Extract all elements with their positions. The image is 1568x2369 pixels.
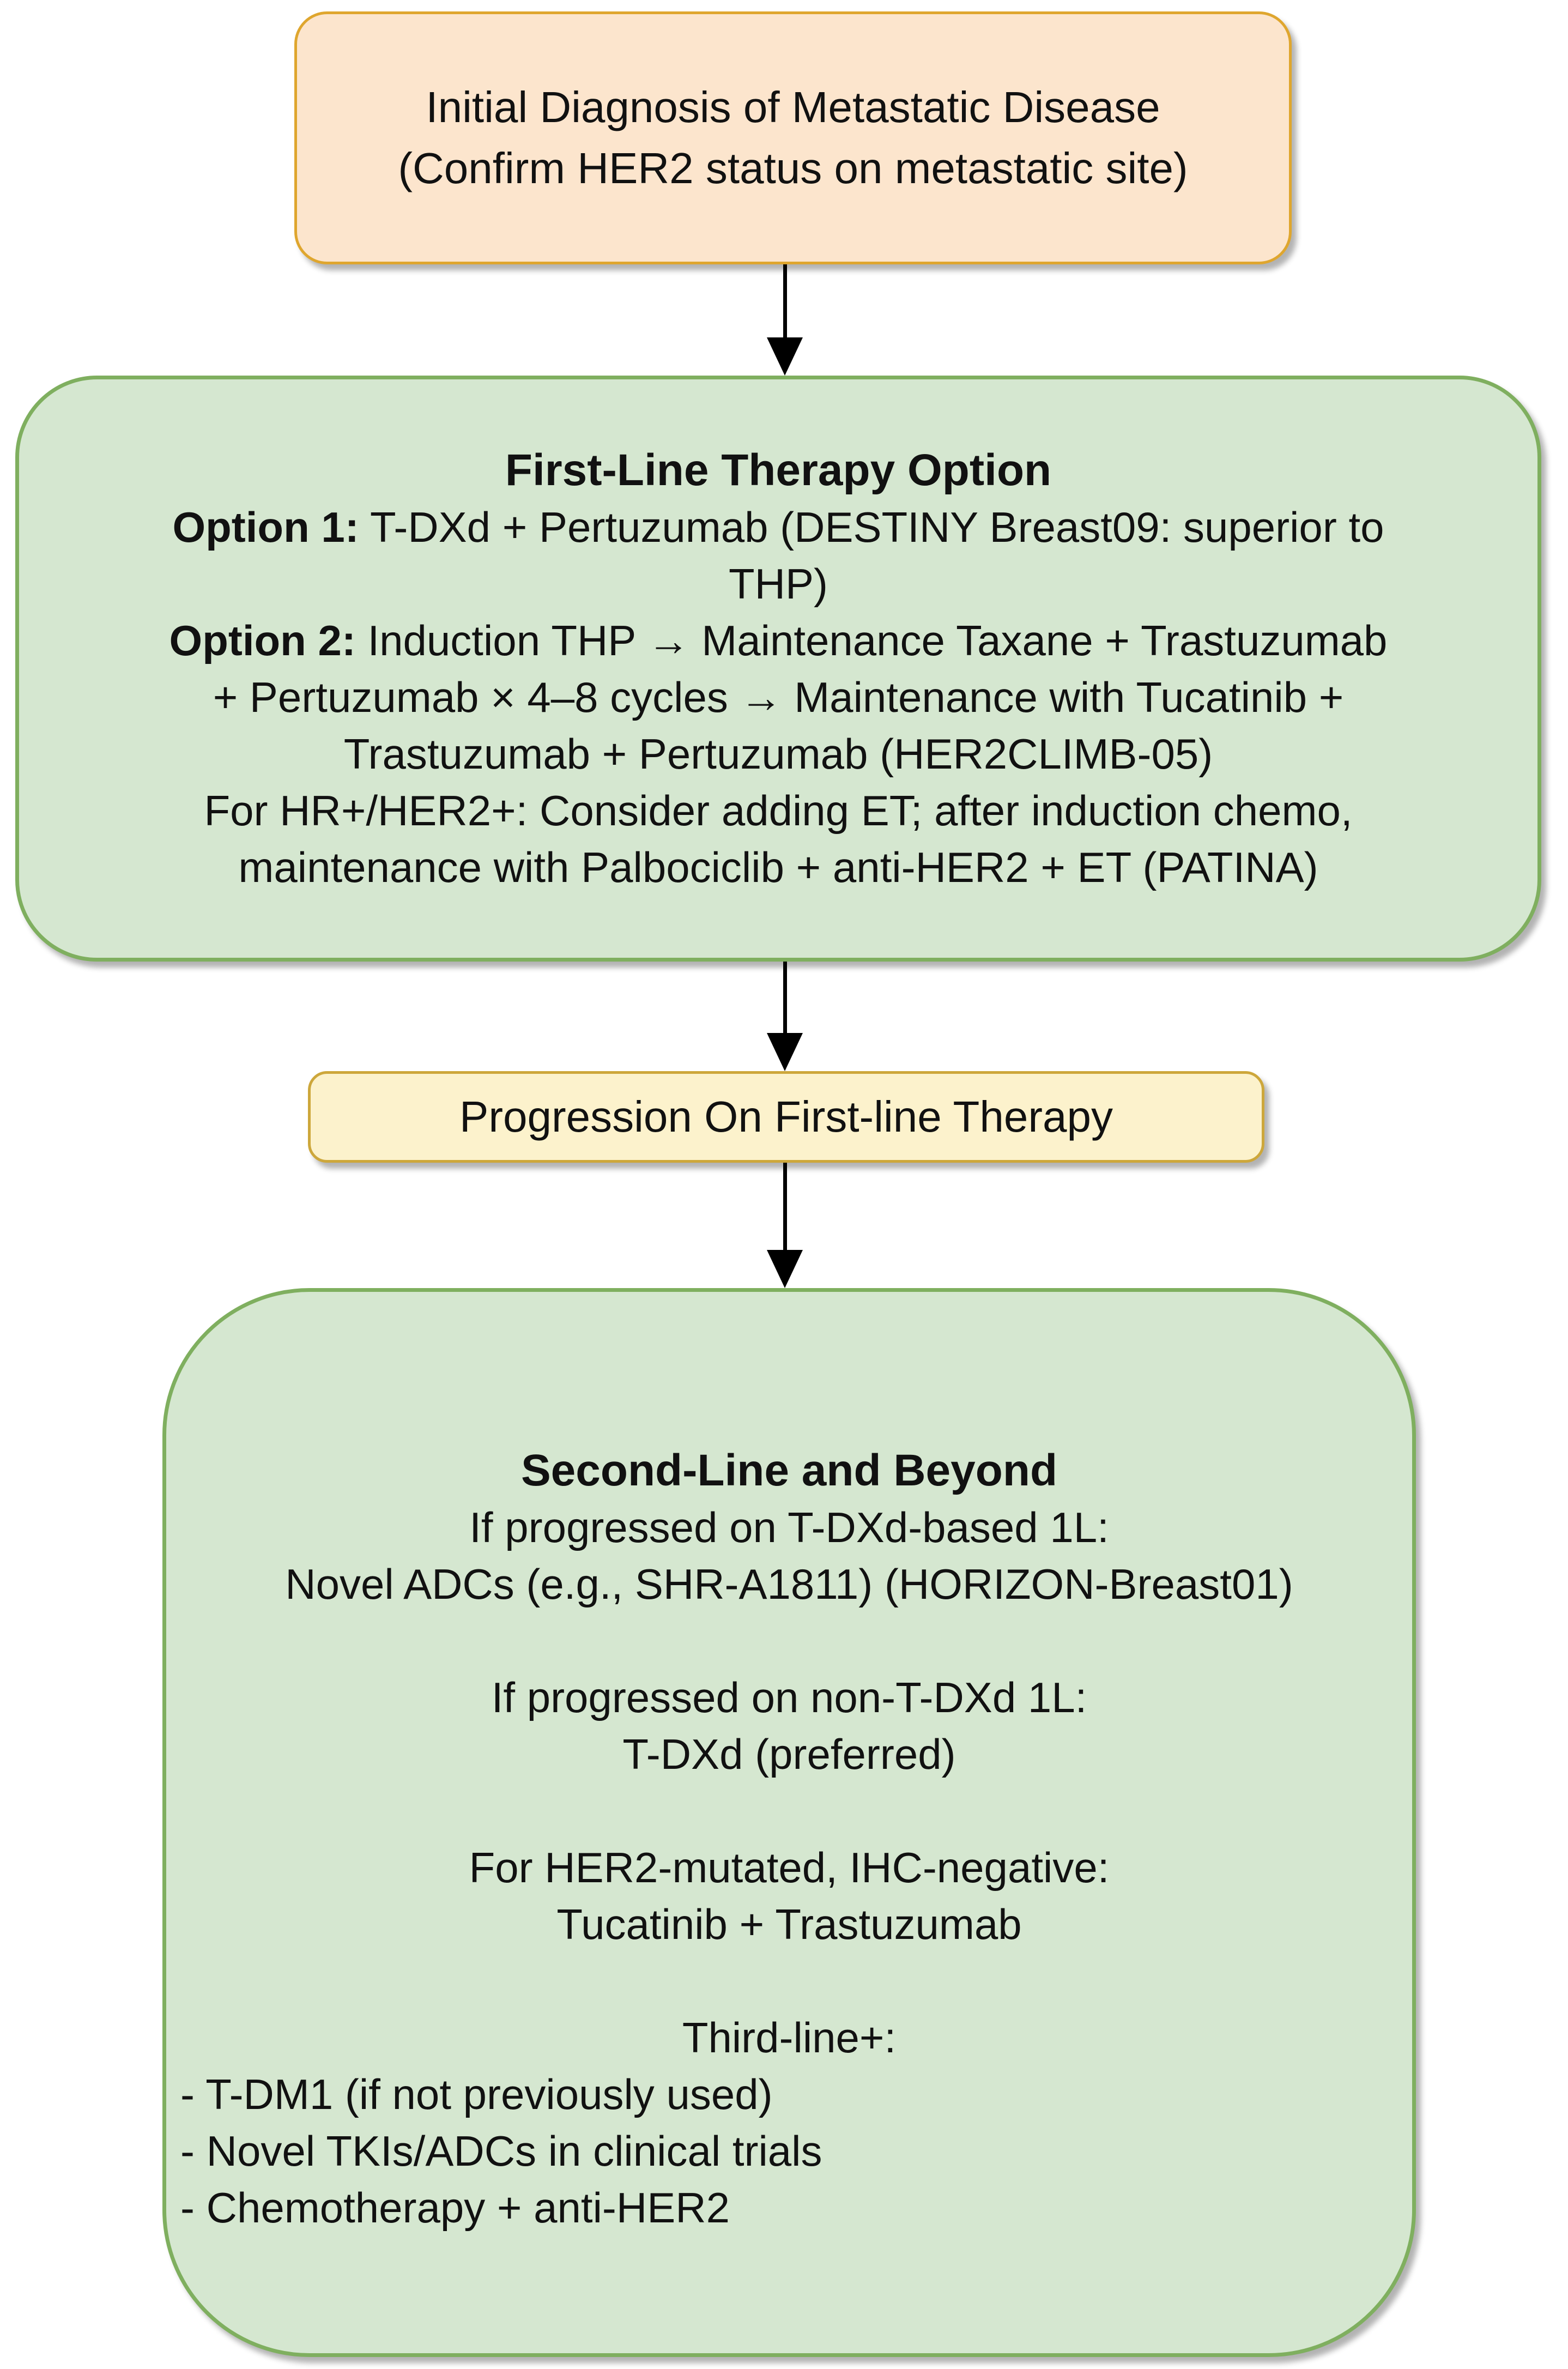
arrow-head-icon <box>767 1250 803 1288</box>
text-line: Novel ADCs (e.g., SHR-A1811) (HORIZON-Br… <box>285 1560 1293 1608</box>
text-line: Option 2: Induction THP → Maintenance Ta… <box>169 616 1388 664</box>
text-line: Third-line+: <box>682 2013 897 2062</box>
text-line <box>180 1612 1398 1669</box>
arrow-connector-3 <box>767 1163 803 1288</box>
text-line <box>180 1782 1398 1839</box>
text-line: T-DXd (preferred) <box>622 1730 956 1778</box>
first-line-therapy-node: First-Line Therapy Option Option 1: T-DX… <box>15 376 1541 962</box>
second-line-node: Second-Line and Beyond If progressed on … <box>162 1288 1416 2357</box>
text-line: If progressed on T-DXd-based 1L: <box>469 1503 1109 1551</box>
progression-node: Progression On First-line Therapy <box>308 1071 1264 1163</box>
arrow-head-icon <box>767 1033 803 1071</box>
progression-label: Progression On First-line Therapy <box>459 1092 1113 1141</box>
text-line: - Novel TKIs/ADCs in clinical trials <box>180 2126 822 2175</box>
text-line <box>180 1953 1398 2009</box>
arrow-connector-1 <box>767 264 803 376</box>
arrow-shaft <box>783 962 787 1033</box>
second-line-title: Second-Line and Beyond <box>520 1445 1058 1495</box>
text-line: Tucatinib + Trastuzumab <box>556 1900 1022 1948</box>
second-line-lines: If progressed on T-DXd-based 1L: Novel AD… <box>180 1499 1398 2236</box>
text-line: If progressed on non-T-DXd 1L: <box>491 1673 1087 1721</box>
text-line: maintenance with Palbociclib + anti-HER2… <box>238 843 1318 891</box>
first-line-therapy-lines: Option 1: T-DXd + Pertuzumab (DESTINY Br… <box>35 499 1521 896</box>
text-line: - Chemotherapy + anti-HER2 <box>180 2183 730 2232</box>
initial-diagnosis-line-1: Initial Diagnosis of Metastatic Disease <box>426 83 1160 131</box>
text-line: - T-DM1 (if not previously used) <box>180 2070 773 2118</box>
initial-diagnosis-node: Initial Diagnosis of Metastatic Disease … <box>294 11 1292 264</box>
text-line: + Pertuzumab × 4–8 cycles → Maintenance … <box>213 673 1344 721</box>
arrow-shaft <box>783 264 787 337</box>
arrow-head-icon <box>767 337 803 376</box>
initial-diagnosis-line-2: (Confirm HER2 status on metastatic site) <box>398 144 1188 192</box>
text-line: For HER2-mutated, IHC-negative: <box>469 1843 1110 1891</box>
text-line: Option 1: T-DXd + Pertuzumab (DESTINY Br… <box>172 503 1384 551</box>
arrow-shaft <box>783 1163 787 1250</box>
text-line: THP) <box>729 559 828 608</box>
text-line: For HR+/HER2+: Consider adding ET; after… <box>204 786 1353 835</box>
text-line: Trastuzumab + Pertuzumab (HER2CLIMB-05) <box>343 729 1213 778</box>
arrow-connector-2 <box>767 962 803 1071</box>
first-line-therapy-title: First-Line Therapy Option <box>505 445 1052 495</box>
